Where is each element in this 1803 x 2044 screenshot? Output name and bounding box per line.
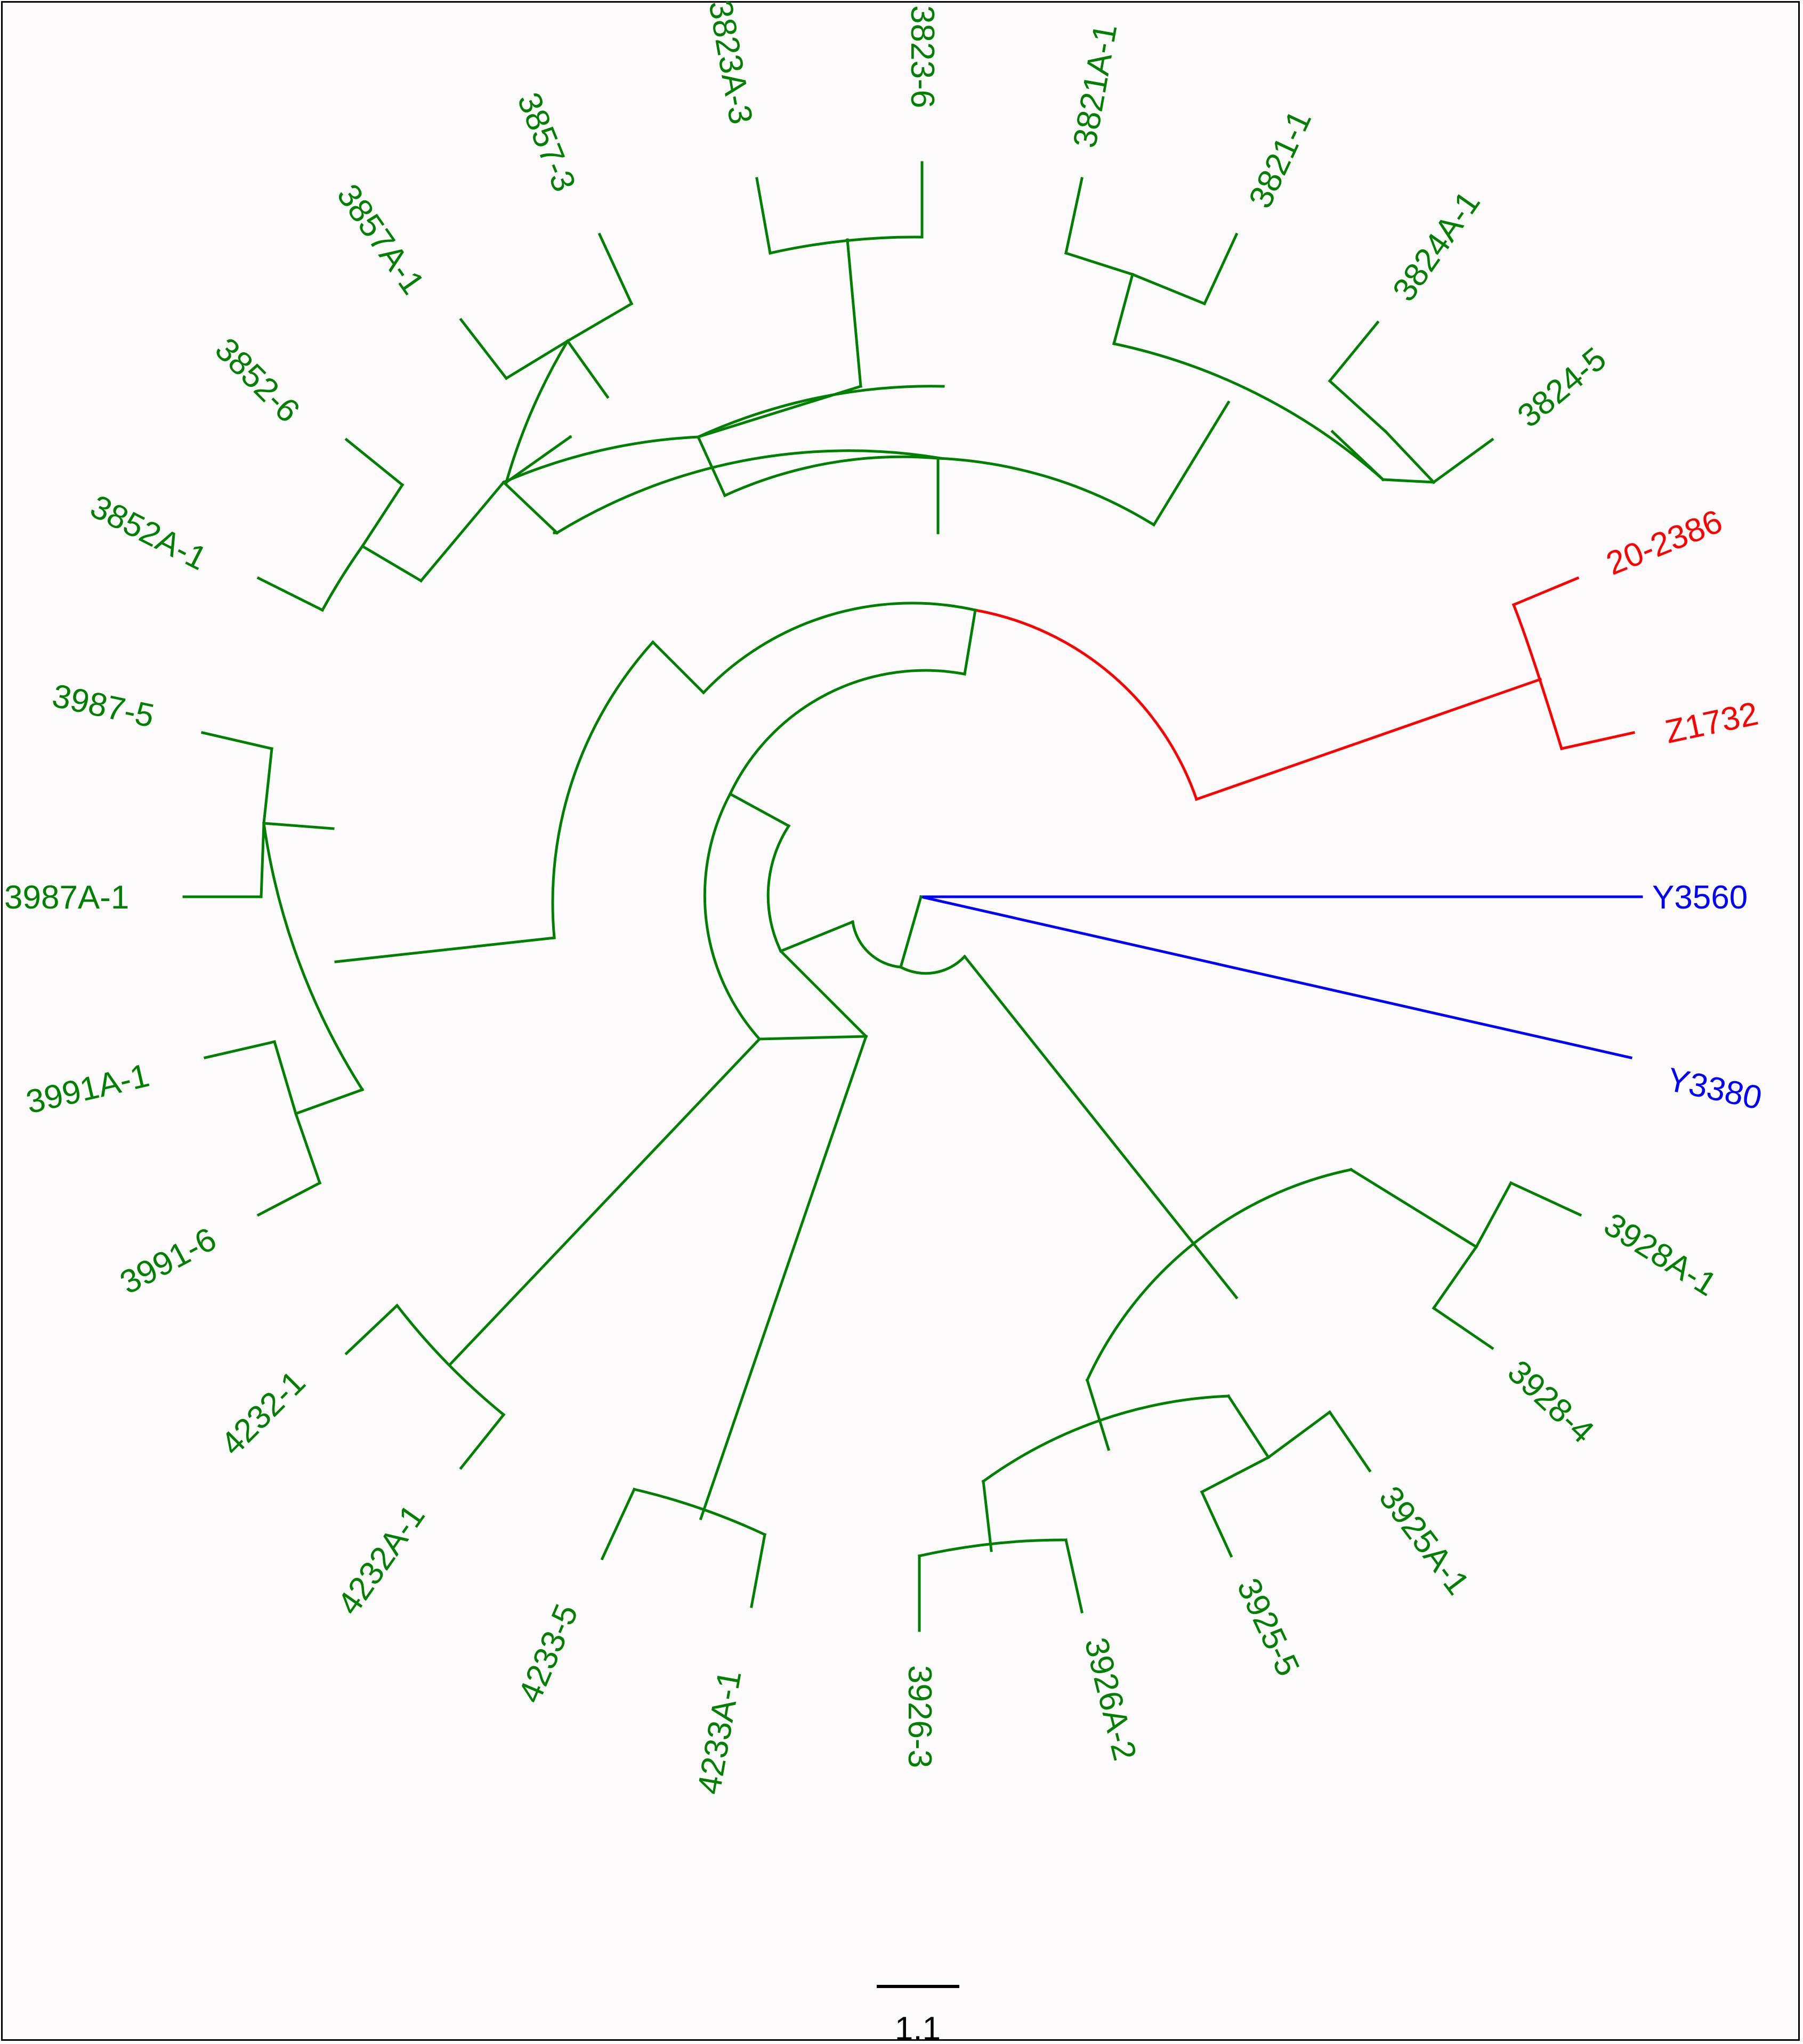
leaf-label-3852a-1: 3852A-1	[85, 488, 213, 578]
leaf-label-3823a-3: 3823A-3	[701, 0, 759, 127]
leaf-label-3926a-2: 3926A-2	[1077, 1634, 1143, 1764]
leaf-label-4232-1: 4232-1	[214, 1364, 312, 1463]
leaf-label-3928-4: 3928-4	[1500, 1353, 1600, 1450]
leaf-label-3857-3: 3857-3	[510, 87, 583, 197]
scale-bar: 1.1	[877, 1985, 959, 2044]
leaf-label-3987-5: 3987-5	[49, 677, 157, 735]
leaf-label-20-2386: 20-2386	[1601, 503, 1727, 582]
leaf-label-3925a-1: 3925A-1	[1372, 1480, 1476, 1602]
leaf-label-3821a-1: 3821A-1	[1066, 21, 1125, 151]
leaf-label-3821-1: 3821-1	[1242, 105, 1319, 214]
leaf-label-4233-5: 4233-5	[511, 1599, 585, 1708]
leaf-label-3852-6: 3852-6	[208, 331, 306, 429]
leaf-labels: Y3560 Y3380 3928A-1 3928-4 3925A-1 3925-…	[4, 0, 1765, 1797]
leaf-label-3857a-1: 3857A-1	[330, 177, 432, 301]
red-clade-branches	[974, 576, 1635, 801]
leaf-label-y3560: Y3560	[1652, 879, 1748, 916]
leaf-label-3991a-1: 3991A-1	[23, 1057, 153, 1121]
leaf-label-3823-6: 3823-6	[904, 5, 941, 108]
leaf-label-3928a-1: 3928A-1	[1598, 1206, 1723, 1303]
outgroup-branches	[919, 895, 1643, 1059]
leaf-label-4233a-1: 4233A-1	[691, 1668, 749, 1797]
leaf-label-z1732: Z1732	[1662, 695, 1761, 751]
green-clade-branches	[182, 161, 1582, 1632]
leaf-label-3824-5: 3824-5	[1511, 340, 1613, 435]
leaf-label-4232a-1: 4232A-1	[330, 1498, 432, 1621]
leaf-label-3991-6: 3991-6	[114, 1221, 222, 1302]
leaf-label-3925-5: 3925-5	[1230, 1573, 1306, 1682]
scale-bar-label: 1.1	[895, 2010, 941, 2044]
leaf-label-3926-3: 3926-3	[901, 1665, 938, 1768]
leaf-label-y3380: Y3380	[1664, 1061, 1765, 1117]
leaf-label-3824a-1: 3824A-1	[1386, 184, 1487, 308]
leaf-label-3987a-1: 3987A-1	[4, 879, 129, 916]
